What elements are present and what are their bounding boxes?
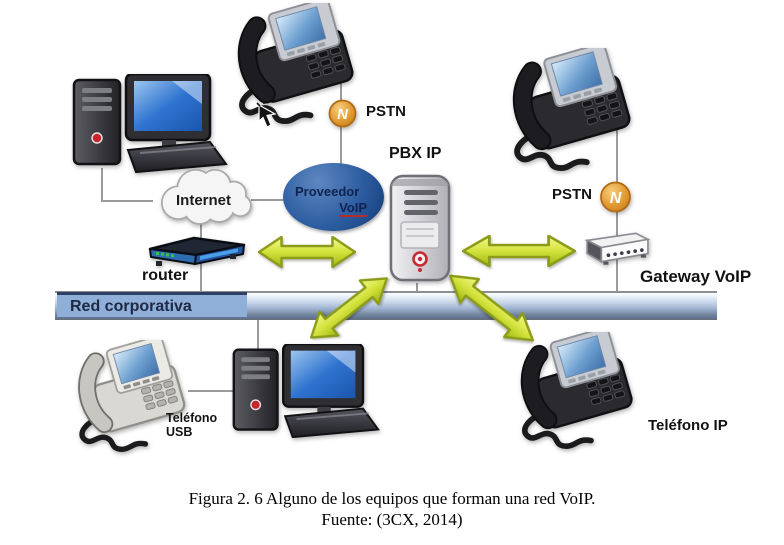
desktop-computer-icon — [230, 344, 382, 439]
ip-phone-label: Teléfono IP — [648, 417, 728, 434]
connector-line — [101, 168, 103, 202]
pbx-label: PBX IP — [389, 145, 442, 162]
gateway-label: Gateway VoIP — [640, 267, 752, 286]
voip-gateway-icon — [584, 232, 651, 265]
internet-cloud-icon — [160, 168, 252, 225]
pstn-top-label: PSTN — [366, 103, 407, 120]
arrow-pbx-gateway-icon — [462, 235, 576, 267]
pbx-server-icon — [389, 174, 451, 282]
voip-provider-label-line1: Proveedor — [295, 184, 360, 199]
cursor-icon — [254, 101, 277, 128]
connector-line — [257, 316, 259, 349]
figure-caption: Figura 2. 6 Alguno de los equipos que fo… — [0, 488, 784, 530]
connector-line — [416, 283, 418, 292]
ip-phone-icon — [516, 332, 638, 449]
voip-provider-label-line2: VoIP — [339, 200, 367, 217]
corporate-network-band: Red corporativa — [55, 291, 717, 320]
usb-phone-label: Teléfono USB — [166, 411, 217, 439]
internet-label: Internet — [176, 192, 232, 209]
connector-line — [251, 199, 287, 201]
connector-line — [188, 390, 236, 392]
usb-phone-label-line2: USB — [166, 425, 193, 439]
corporate-network-label: Red corporativa — [57, 292, 247, 317]
ip-phone-icon — [508, 48, 636, 171]
voip-provider-node: Proveedor VoIP — [283, 163, 384, 231]
pstn-icon: N — [600, 181, 631, 213]
router-icon — [148, 236, 246, 266]
router-label: router — [142, 267, 189, 284]
usb-phone-label-line1: Teléfono — [166, 411, 218, 425]
figure-caption-line2: Fuente: (3CX, 2014) — [321, 510, 463, 529]
pstn-icon: N — [328, 99, 357, 128]
pstn-icon-glyph: N — [337, 106, 349, 123]
arrow-router-pbx-icon — [258, 236, 356, 268]
figure-caption-line1: Figura 2. 6 Alguno de los equipos que fo… — [188, 489, 596, 508]
pstn-icon-glyph: N — [610, 190, 622, 207]
connector-line — [101, 200, 153, 202]
pstn-right-label: PSTN — [552, 186, 593, 203]
desktop-computer-icon — [70, 74, 230, 174]
corporate-network-label-text: Red corporativa — [70, 298, 192, 315]
